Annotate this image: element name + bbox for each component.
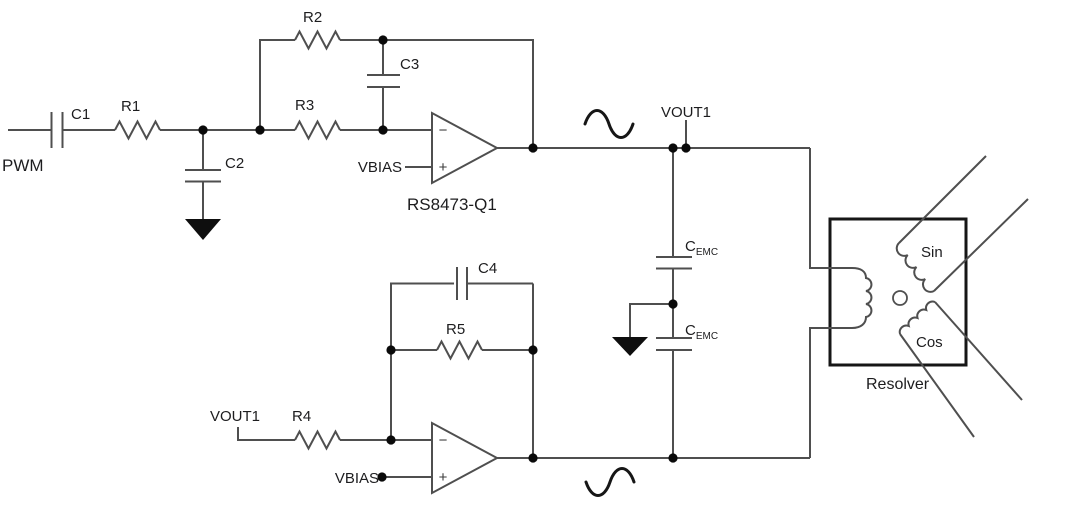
capacitor-cemc-bottom xyxy=(656,304,692,458)
emc-filter xyxy=(612,148,692,458)
junction-dot xyxy=(668,143,678,153)
capacitor-c4 xyxy=(456,267,533,300)
sin-label: Sin xyxy=(921,244,943,261)
resolver-label: Resolver xyxy=(866,376,930,393)
feedback-left-wire xyxy=(390,282,454,440)
cos-lead-a xyxy=(934,301,1023,401)
r1-label: R1 xyxy=(121,98,140,115)
resistor-r2 xyxy=(294,29,341,51)
sine-wave-inverted-icon xyxy=(584,467,636,497)
junction-dot xyxy=(528,143,538,153)
labels: PWM C1 R1 C2 R2 R3 C3 VBIAS RS8473-Q1 VO… xyxy=(2,9,943,487)
junction-dot xyxy=(681,143,691,153)
vout1-bottom-label: VOUT1 xyxy=(210,408,260,425)
r3-label: R3 xyxy=(295,97,314,114)
wire xyxy=(259,39,295,130)
junction-dot xyxy=(528,345,538,355)
opamp-part-label: RS8473-Q1 xyxy=(407,195,497,214)
capacitor-c2 xyxy=(185,130,221,219)
sin-winding xyxy=(895,155,1029,293)
capacitor-c1 xyxy=(50,112,64,148)
r5-label: R5 xyxy=(446,321,465,338)
resolver-box xyxy=(828,217,968,367)
ground-symbol xyxy=(185,219,221,240)
resolver xyxy=(810,155,1029,438)
wire-to-resolver-top xyxy=(809,148,830,269)
resistor-r4 xyxy=(294,429,341,451)
opamp-triangle xyxy=(431,111,500,185)
r4-label: R4 xyxy=(292,408,311,425)
noninverting-input-sign: + xyxy=(439,469,448,486)
junction-dot xyxy=(198,125,208,135)
sin-lead-b xyxy=(933,198,1029,292)
cos-lead-b xyxy=(899,333,975,438)
junction-dot xyxy=(255,125,265,135)
c4-label: C4 xyxy=(478,260,497,277)
junction-dot xyxy=(668,299,678,309)
vout1-node xyxy=(583,109,830,269)
capacitor-cemc-top xyxy=(656,148,692,304)
resistor-r1 xyxy=(114,119,161,141)
ground-symbol xyxy=(612,337,648,356)
capacitor-c3 xyxy=(367,40,400,130)
opamp-top: − + xyxy=(405,111,810,185)
c3-label: C3 xyxy=(400,56,419,73)
sin-coil xyxy=(895,242,935,293)
junction-dot xyxy=(386,345,396,355)
sine-wave-icon xyxy=(583,109,635,139)
vout1-input-stub xyxy=(237,427,295,441)
junction-dot xyxy=(668,453,678,463)
noninverting-input-sign: + xyxy=(439,159,448,176)
junction-dot xyxy=(528,453,538,463)
cemc-top-label: CEMC xyxy=(685,238,718,258)
ground-tap-wire xyxy=(629,303,673,337)
cos-label: Cos xyxy=(916,334,943,351)
sin-lead-a xyxy=(898,155,987,244)
junction-dot xyxy=(386,435,396,445)
vbias-top-label: VBIAS xyxy=(358,159,402,176)
opamp-triangle xyxy=(431,421,500,495)
rotor-shaft-icon xyxy=(892,290,908,306)
wire xyxy=(340,39,534,148)
r2-label: R2 xyxy=(303,9,322,26)
cos-winding xyxy=(898,300,1023,438)
pwm-label: PWM xyxy=(2,156,44,175)
junction-dot xyxy=(378,35,388,45)
vout1-top-label: VOUT1 xyxy=(661,104,711,121)
junction-dots xyxy=(198,35,691,482)
resistor-r3 xyxy=(294,119,341,141)
c2-label: C2 xyxy=(225,155,244,172)
resistor-r5 xyxy=(436,339,483,361)
inverting-input-sign: − xyxy=(439,432,448,449)
primary-winding xyxy=(810,267,873,329)
cemc-bottom-label: CEMC xyxy=(685,322,718,342)
inverting-input-sign: − xyxy=(439,122,448,139)
pwm-input-stage xyxy=(8,112,432,240)
vbias-bottom-label: VBIAS xyxy=(335,470,379,487)
junction-dot xyxy=(378,125,388,135)
junction-dot xyxy=(377,472,387,482)
top-feedback-network xyxy=(259,29,534,148)
wire-to-resolver-bottom xyxy=(809,327,830,458)
bottom-stage: − + xyxy=(237,267,830,497)
cos-coil xyxy=(898,300,936,335)
c1-label: C1 xyxy=(71,106,90,123)
